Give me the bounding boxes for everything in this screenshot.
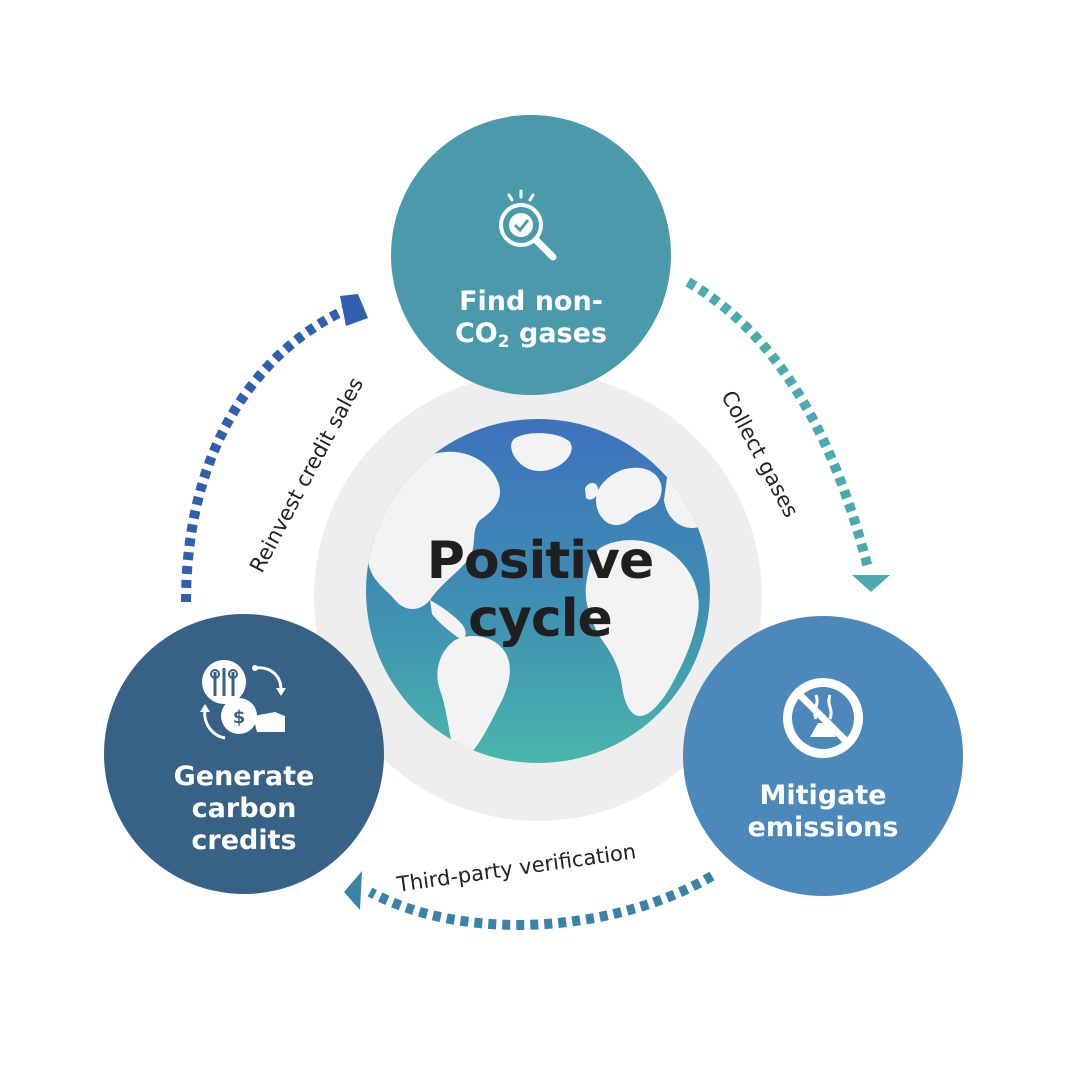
node-generate-line2: carbon — [191, 792, 297, 824]
center-title-line1: Positive — [426, 531, 654, 591]
node-mitigate-line2: emissions — [747, 811, 899, 843]
no-gas-icon — [780, 675, 866, 766]
node-find-line1: Find non- — [459, 285, 603, 317]
arrowhead-verify — [344, 871, 362, 910]
arrowhead-reinvest — [340, 294, 368, 326]
magnifier-check-icon — [495, 187, 567, 272]
node-mitigate-emissions: Mitigate emissions — [683, 616, 963, 896]
center-title-line2: cycle — [468, 589, 613, 649]
node-generate-line3: credits — [191, 824, 297, 856]
center-title: Positive cycle — [400, 532, 680, 648]
svg-text:$: $ — [233, 707, 246, 728]
node-generate-line1: Generate — [173, 760, 315, 792]
arrowhead-collect — [852, 575, 890, 592]
node-mitigate-label: Mitigate emissions — [748, 780, 899, 844]
node-find-line2: CO2 gases — [454, 317, 608, 352]
node-generate-credits: $ Generate carbon credits — [104, 614, 384, 894]
node-find-gases: Find non- CO2 gases — [391, 115, 671, 395]
globe-icon — [366, 419, 710, 763]
arrow-verify — [367, 871, 715, 930]
arrow-reinvest — [181, 305, 348, 603]
node-generate-label: Generate carbon credits — [174, 761, 315, 857]
node-find-label: Find non- CO2 gases — [454, 285, 608, 352]
node-mitigate-line1: Mitigate — [759, 779, 887, 811]
credits-exchange-icon: $ — [197, 658, 291, 747]
